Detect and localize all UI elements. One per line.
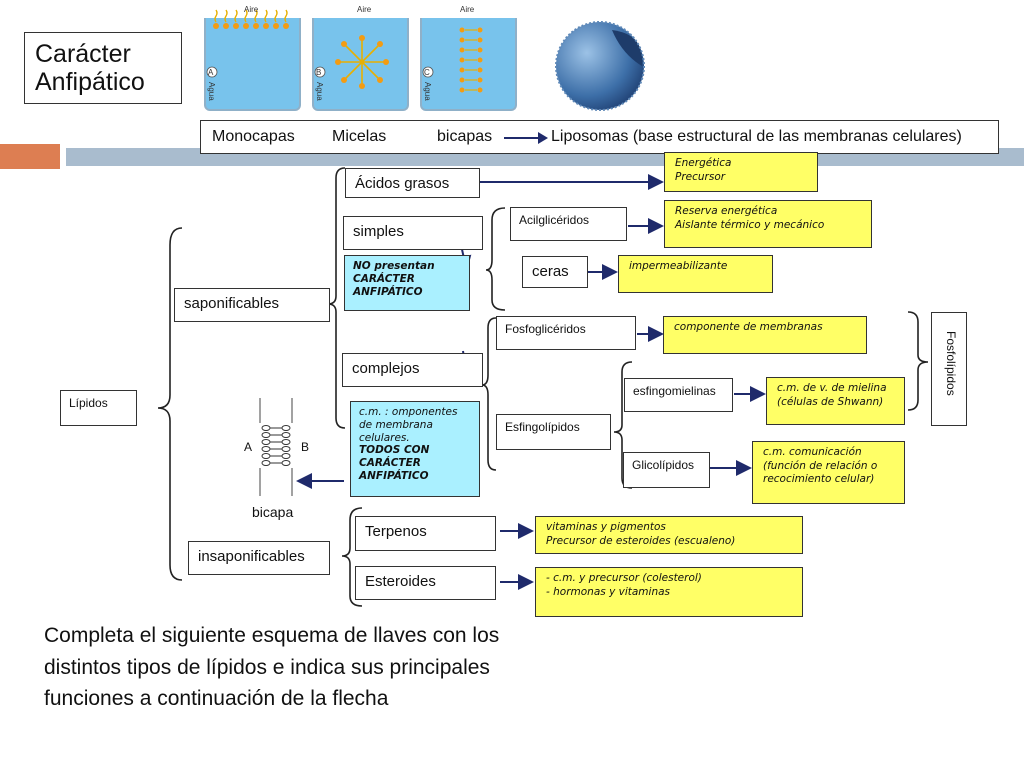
legend-arrow-icon (504, 132, 548, 144)
note-simples: NO presentan CARÁCTER ANFIPÁTICO (344, 255, 470, 311)
function-acidos-grasos: Energética Precursor (664, 152, 818, 192)
subtype-terpenos: Terpenos (355, 516, 496, 551)
micelle-drawing (314, 35, 389, 89)
liposome-icon (555, 21, 645, 111)
function-glicolipidos: c.m. comunicación (función de relación o… (752, 441, 905, 504)
bilayer-label-b: B (301, 440, 310, 454)
bilayer-label-a: A (244, 440, 253, 454)
branch-saponificables: saponificables (174, 288, 330, 322)
note-complejos-emphasis: TODOS CON CARÁCTER ANFIPÁTICO (359, 444, 430, 482)
function-esfingomielinas: c.m. de v. de mielina (células de Shwann… (766, 377, 905, 425)
subtype-esfingolipidos: Esfingolípidos (496, 414, 611, 450)
note-complejos-text: c.m. : omponentes de membrana celulares. (359, 406, 458, 444)
subtype-glicolipidos: Glicolípidos (623, 452, 710, 488)
subtype-acilgliceridos: Acilglicéridos (510, 207, 627, 241)
aggregate-legend: Monocapas Micelas bicapas Liposomas (bas… (200, 120, 999, 154)
slide-title: Carácter Anfipático (24, 32, 182, 104)
function-terpenos: vitaminas y pigmentos Precursor de ester… (535, 516, 803, 554)
function-fosfogliceridos: componente de membranas (663, 316, 867, 354)
group-fosfolipidos: Fosfolípidos (931, 312, 967, 426)
accent-bar-left (0, 144, 60, 169)
subtype-esfingomielinas: esfingomielinas (624, 378, 733, 412)
note-simples-text: NO presentan CARÁCTER ANFIPÁTICO (353, 260, 435, 298)
beaker-a (204, 18, 301, 111)
panel-letter-b: B (316, 68, 322, 77)
water-label-a: Agua (207, 82, 216, 101)
water-label-c: Agua (423, 82, 432, 101)
type-simples: simples (343, 216, 483, 250)
bilayer-drawing (422, 27, 483, 93)
air-label-c: Aire (460, 5, 475, 14)
bilayer-icon (259, 398, 293, 496)
function-acilgliceridos: Reserva energética Aislante térmico y me… (664, 200, 872, 248)
beaker-c (420, 18, 517, 111)
legend-bicapas: bicapas (437, 128, 493, 145)
legend-liposomas: Liposomas (base estructural de las membr… (551, 128, 962, 145)
panel-letter-c: C (424, 68, 430, 77)
function-esteroides: - c.m. y precursor (colesterol) - hormon… (535, 567, 803, 617)
instruction-text: Completa el siguiente esquema de llaves … (44, 624, 500, 710)
monolayer-drawing (206, 9, 289, 78)
water-label-b: Agua (315, 82, 324, 101)
legend-monocapas: Monocapas (212, 128, 295, 145)
panel-letter-a: A (208, 68, 214, 77)
air-label-a: Aire (244, 5, 259, 14)
subtype-esteroides: Esteroides (355, 566, 496, 600)
air-label-b: Aire (357, 5, 372, 14)
subtype-fosfogliceridos: Fosfoglicéridos (496, 316, 636, 350)
root-lipidos: Lípidos (60, 390, 137, 426)
branch-insaponificables: insaponificables (188, 541, 330, 575)
bilayer-caption: bicapa (252, 504, 294, 520)
group-fosfolipidos-label: Fosfolípidos (943, 331, 958, 396)
type-complejos: complejos (342, 353, 483, 387)
type-acidos-grasos: Ácidos grasos (345, 168, 480, 198)
subtype-ceras: ceras (522, 256, 588, 288)
legend-micelas: Micelas (332, 128, 387, 145)
function-ceras: impermeabilizante (618, 255, 773, 293)
note-complejos: c.m. : omponentes de membrana celulares.… (350, 401, 480, 497)
